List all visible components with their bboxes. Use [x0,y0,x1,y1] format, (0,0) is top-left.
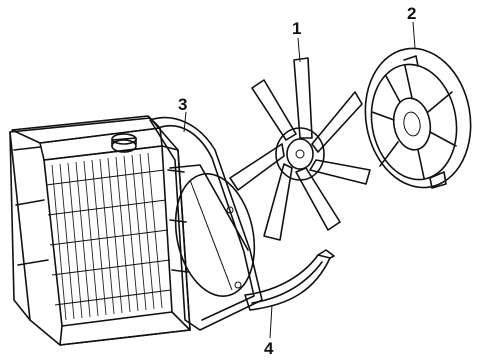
callout-2: 2 [407,4,416,23]
fan-shroud [149,116,263,331]
radiator-cap [111,133,137,153]
lower-fan-shroud [244,249,335,311]
callout-4: 4 [264,339,274,358]
radiator [9,115,191,346]
leader-lines [183,21,416,339]
radiator-core-fins [45,152,172,321]
callout-1: 1 [292,19,301,38]
cooling-fan-blade [229,57,371,241]
fan-clutch-ring [364,47,472,189]
callout-3: 3 [178,95,187,114]
